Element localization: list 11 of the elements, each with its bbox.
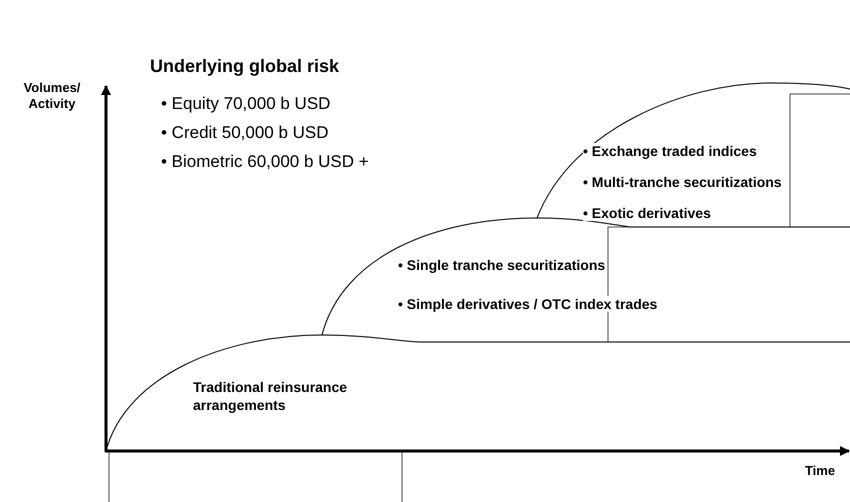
x-axis-label: Time [804, 463, 836, 479]
risk-item: • Biometric 60,000 b USD + [161, 152, 369, 172]
band-label: Traditional reinsurance arrangements [193, 378, 348, 414]
title: Underlying global risk [150, 56, 340, 77]
bullet-text: • Single tranche securitizations [398, 257, 606, 274]
risk-item: • Equity 70,000 b USD [161, 94, 330, 114]
y-axis-label: Volumes/ Activity [22, 80, 82, 112]
bullet-text: • Exchange traded indices [583, 143, 758, 160]
bullet-text: • Exotic derivatives [583, 205, 712, 222]
risk-item: • Credit 50,000 b USD [161, 123, 329, 143]
bullet-text: • Simple derivatives / OTC index trades [398, 296, 658, 313]
